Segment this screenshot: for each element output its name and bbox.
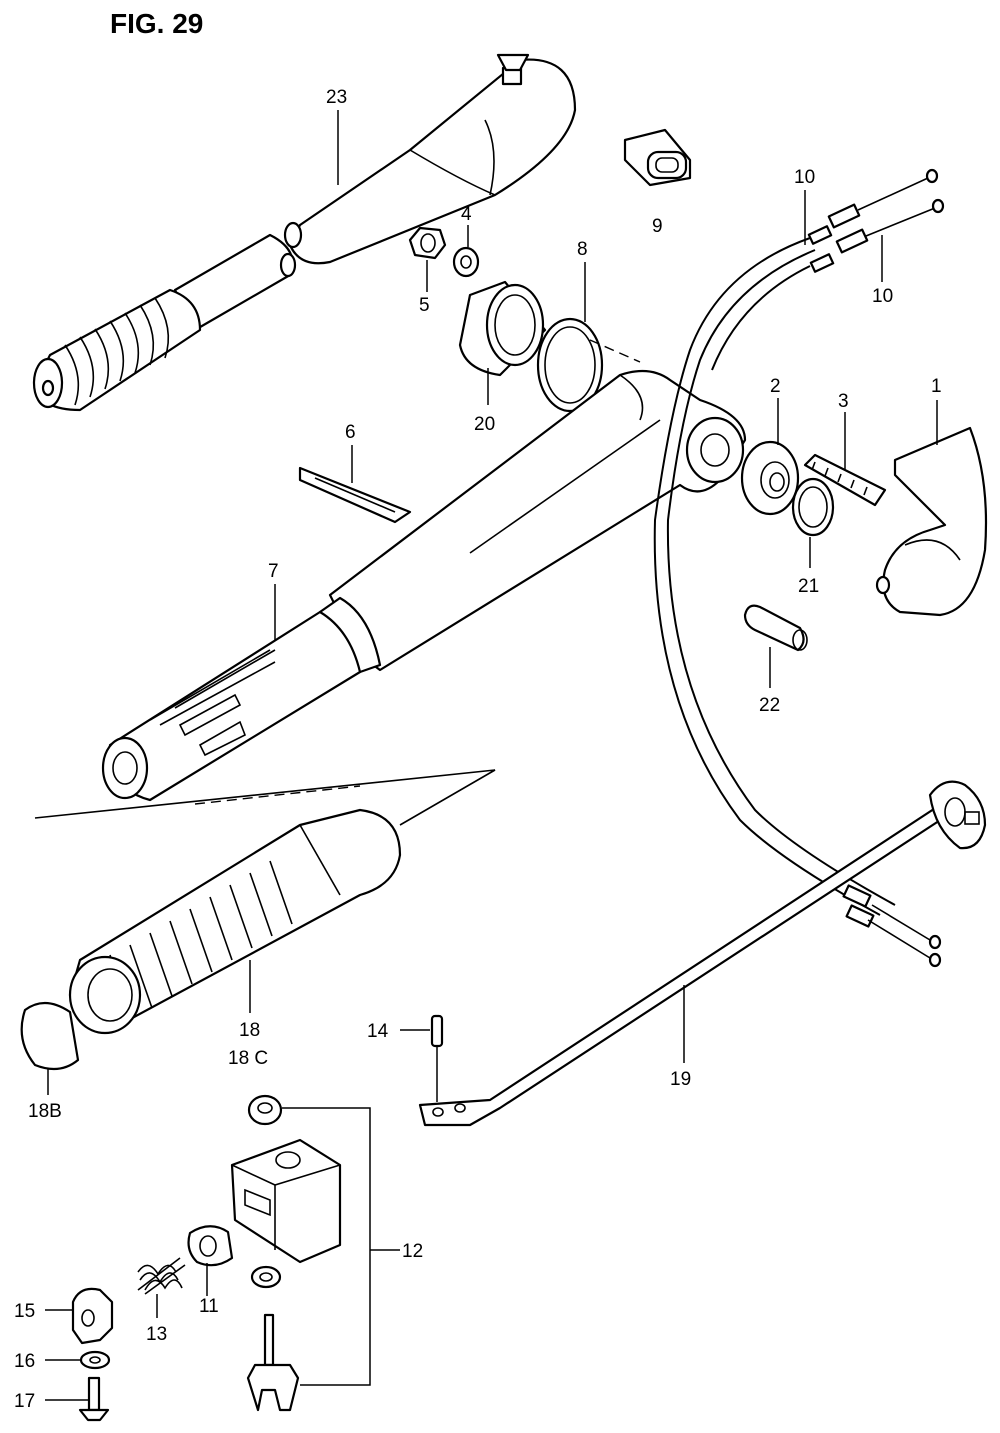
label-14: 14 [367,1021,389,1042]
label-15: 15 [14,1301,35,1322]
part-16-lock-washer [79,1350,111,1370]
part-5-nut [408,226,447,260]
label-19: 19 [670,1069,691,1090]
label-2: 2 [770,376,781,397]
part-7-tiller-arm [101,369,747,802]
label-4: 4 [461,204,472,225]
part-20-bushing [458,280,547,377]
part-10-cables [653,168,945,916]
label-13: 13 [146,1324,167,1345]
cable-ends-lower [842,884,942,968]
part-9-grommet [623,128,692,187]
part-4-washer [452,246,480,278]
label-8: 8 [577,239,588,260]
label-11: 11 [199,1296,219,1317]
label-18c: 18 C [228,1048,268,1069]
label-9: 9 [652,216,663,237]
part-2-bearing [740,440,800,516]
part-1-cover [875,426,988,617]
part-19-rod [418,780,987,1127]
label-21: 21 [798,576,819,597]
part-6-plate [298,466,412,524]
part-11-clip [187,1225,234,1267]
part-13-spring [137,1257,186,1295]
assembly-reference-line [34,769,496,826]
part-12-friction-block [230,1094,342,1412]
label-7: 7 [268,561,279,582]
label-10-bottom: 10 [872,286,893,307]
label-6: 6 [345,422,356,443]
part-3-stud [803,453,887,507]
label-18: 18 [239,1020,260,1041]
label-23: 23 [326,87,347,108]
label-5: 5 [419,295,430,316]
part-22-pin [743,604,808,652]
part-8-ring [536,317,604,413]
label-16: 16 [14,1351,35,1372]
label-18b: 18B [28,1101,62,1122]
part-18b-cap [20,1001,80,1071]
label-10-top: 10 [794,167,815,188]
label-3: 3 [838,391,849,412]
label-20: 20 [474,414,495,435]
part-17-screw [78,1376,110,1422]
part-15-knob [71,1287,114,1345]
label-17: 17 [14,1391,35,1412]
part-21-washer [791,477,835,537]
figure-title: FIG. 29 [110,8,203,39]
part-18-grip [68,808,402,1035]
part-14-pin [430,1014,444,1048]
label-22: 22 [759,695,780,716]
label-12: 12 [402,1241,423,1262]
label-1: 1 [931,376,942,397]
part-23-tiller-handle [32,53,577,412]
